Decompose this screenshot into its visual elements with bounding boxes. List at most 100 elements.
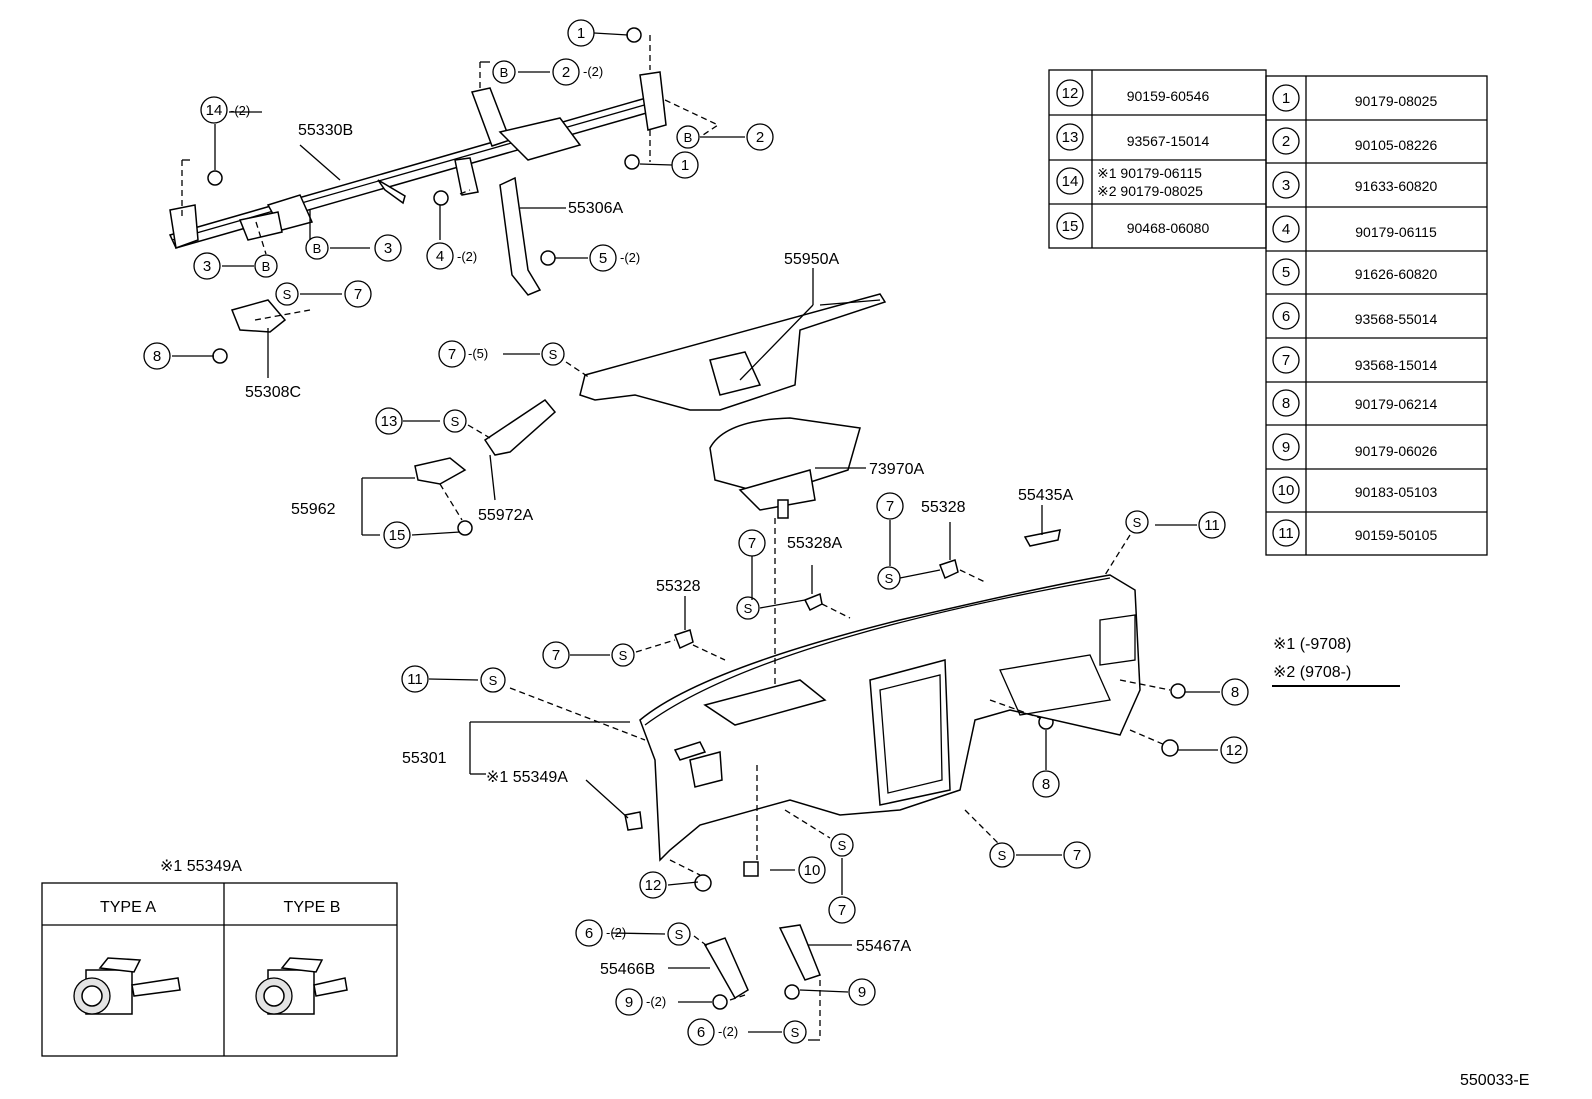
callout-11: 11 — [1198, 511, 1226, 539]
marker-s: S — [783, 1020, 807, 1044]
marker-s: S — [443, 409, 467, 433]
svg-text:S: S — [451, 414, 460, 429]
leader-lines — [172, 32, 1220, 1041]
label-55972a: 55972A — [478, 507, 533, 524]
parts-table: 12 90159-60546 13 93567-15014 14 ※1 9017… — [1048, 69, 1488, 556]
callout-12: 12 — [1220, 736, 1248, 764]
clip-type-b-drawing — [255, 957, 348, 1015]
callout-9: 9 — [848, 978, 876, 1006]
callout-number: 5 — [1282, 264, 1290, 281]
brace-55466b-drawing — [703, 937, 749, 1000]
svg-text:7: 7 — [886, 498, 894, 515]
callout-7: 7 — [438, 340, 466, 368]
svg-text:S: S — [283, 287, 292, 302]
label-55328: 55328 — [656, 578, 701, 595]
svg-text:S: S — [791, 1025, 800, 1040]
table-row: 12 90159-60546 — [1056, 79, 1209, 107]
label-55962: 55962 — [291, 501, 336, 518]
callout-number: 11 — [1278, 525, 1294, 542]
table-row: 1 90179-08025 — [1272, 84, 1438, 112]
callout-15: 15 — [383, 521, 411, 549]
svg-text:6: 6 — [697, 1024, 705, 1041]
clip-55328-drawing — [674, 629, 694, 650]
svg-text:1: 1 — [681, 157, 689, 174]
svg-text:7: 7 — [838, 902, 846, 919]
marker-s: S — [736, 596, 760, 620]
svg-text:8: 8 — [1042, 776, 1050, 793]
callout-number: 15 — [1062, 218, 1079, 235]
brace-55306a-drawing — [499, 176, 542, 296]
svg-text:S: S — [489, 673, 498, 688]
marker-s: S — [989, 842, 1015, 868]
svg-text:14: 14 — [206, 102, 223, 119]
nozzle-55962-drawing — [414, 457, 467, 485]
callout-7: 7 — [542, 641, 570, 669]
bracket-55308c-drawing — [230, 299, 287, 333]
callout-number: 1 — [1282, 90, 1290, 107]
marker-s: S — [480, 667, 506, 693]
part-number: 91633-60820 — [1355, 178, 1438, 194]
marker-s: S — [877, 566, 901, 590]
part-number: 93567-15014 — [1127, 133, 1210, 149]
callout-number: 10 — [1278, 482, 1295, 499]
callout-10: 10 — [798, 856, 826, 884]
callout-7: 7 — [876, 492, 904, 520]
svg-text:2: 2 — [756, 129, 764, 146]
table-row: 13 93567-15014 — [1056, 123, 1210, 151]
svg-text:9: 9 — [858, 984, 866, 1001]
type-b-label: TYPE B — [284, 899, 341, 916]
marker-b: B — [305, 236, 329, 260]
callout-7: 7 — [738, 529, 766, 557]
side-duct-drawing — [483, 399, 557, 456]
part-number: 90179-08025 — [1355, 93, 1438, 109]
callout-8: 8 — [1221, 678, 1249, 706]
svg-text:15: 15 — [389, 527, 406, 544]
label-55328: 55328 — [921, 499, 966, 516]
date-notes: ※1 (-9708) ※2 (9708-) — [1272, 636, 1400, 687]
svg-text:12: 12 — [1226, 742, 1243, 759]
reference-code: 550033-E — [1460, 1072, 1529, 1089]
marker-b: B — [492, 60, 516, 84]
svg-text:B: B — [500, 65, 509, 80]
quantity-label: -(2) — [620, 250, 640, 265]
label-55328a: 55328A — [787, 535, 842, 552]
clip-55328b-drawing — [939, 559, 959, 580]
callout-7: 7 — [1063, 841, 1091, 869]
part-number: 90179-06115 — [1355, 224, 1437, 240]
svg-text:11: 11 — [1204, 517, 1220, 534]
marker-s: S — [611, 643, 635, 667]
callout-number: 14 — [1062, 173, 1079, 190]
label-55467a: 55467A — [856, 938, 911, 955]
callout-3: 3 — [193, 252, 221, 280]
part-number: 90179-06026 — [1355, 443, 1438, 459]
marker-b: B — [676, 125, 700, 149]
svg-text:8: 8 — [1231, 684, 1239, 701]
part-number: 90468-06080 — [1127, 220, 1210, 236]
callout-12: 12 — [639, 871, 667, 899]
svg-text:7: 7 — [748, 535, 756, 552]
callout-number: 6 — [1282, 308, 1290, 325]
marker-s: S — [667, 922, 691, 946]
label-55306a: 55306A — [568, 200, 623, 217]
marker-s: S — [275, 282, 299, 306]
svg-text:10: 10 — [804, 862, 821, 879]
callout-7: 7 — [344, 280, 372, 308]
callout-6: 6 — [575, 919, 603, 947]
svg-text:1: 1 — [577, 25, 585, 42]
label-73970a: 73970A — [869, 461, 924, 478]
svg-text:9: 9 — [625, 994, 633, 1011]
callout-11: 11 — [401, 665, 429, 693]
pad-55435a-drawing — [1023, 529, 1061, 547]
callout-number: 12 — [1062, 85, 1079, 102]
quantity-label: -(2) — [606, 925, 626, 940]
callout-number: 9 — [1282, 439, 1290, 456]
callouts: 1 1 2 -(2) 2 3 3 4 -(2) 5 -(2) 14 -(2) 7… — [143, 19, 1249, 1046]
